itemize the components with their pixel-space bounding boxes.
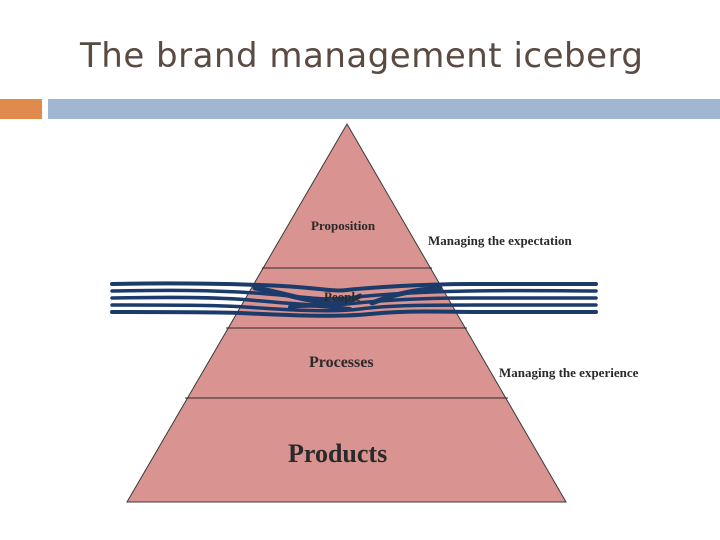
layer-label-processes: Processes: [309, 354, 374, 371]
title-underline-bar: [48, 99, 720, 119]
layer-label-people: People: [324, 289, 361, 304]
title-underline-accent: [0, 99, 42, 119]
layer-label-products: Products: [288, 439, 387, 468]
layer-label-proposition: Proposition: [311, 218, 376, 233]
waterline-waves: [110, 281, 598, 318]
slide-title: The brand management iceberg: [80, 36, 644, 76]
annotation-managing-experience: Managing the experience: [499, 365, 639, 380]
annotation-managing-expectation: Managing the expectation: [428, 233, 572, 248]
